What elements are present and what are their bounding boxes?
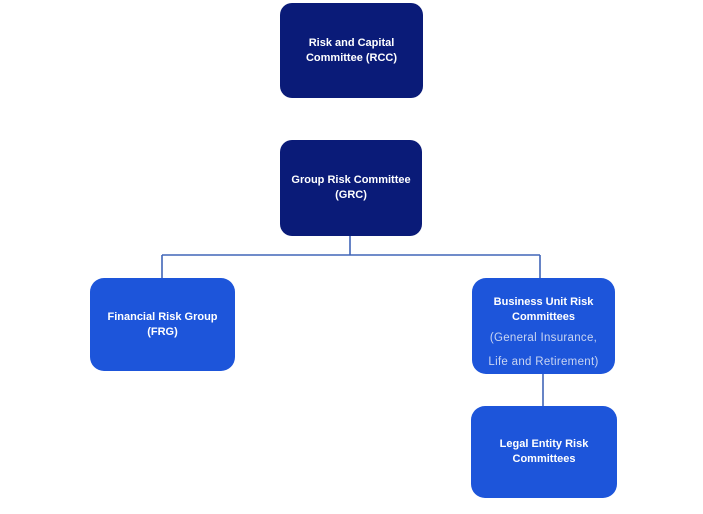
node-business-unit-risk-committees: Business Unit Risk Committees (General I… (472, 278, 615, 374)
grc-to-children-connector (161, 236, 541, 278)
node-group-risk-committee: Group Risk Committee (GRC) (280, 140, 422, 236)
node-financial-risk-group: Financial Risk Group (FRG) (90, 278, 235, 371)
node-label-line: Risk and Capital (308, 36, 395, 49)
node-risk-and-capital-committee: Risk and Capital Committee (RCC) (280, 3, 423, 98)
node-label-line: Committees (512, 453, 576, 465)
node-label-line: Business Unit Risk (493, 296, 594, 308)
node-sublabel-line: Life and Retirement) (488, 356, 599, 368)
node-sublabel-line: (General Insurance, (489, 332, 598, 344)
node-label-line: (GRC) (335, 189, 367, 201)
node-label-line: Financial Risk Group (107, 310, 218, 323)
node-label-line: Committee (RCC) (305, 51, 398, 64)
node-legal-entity-risk-committees: Legal Entity Risk Committees (471, 406, 617, 498)
node-label-line: Committees (512, 311, 575, 323)
node-label-line: Legal Entity Risk (499, 438, 589, 450)
node-label-line: Group Risk Committee (291, 174, 411, 186)
node-label-line: (FRG) (147, 325, 178, 338)
